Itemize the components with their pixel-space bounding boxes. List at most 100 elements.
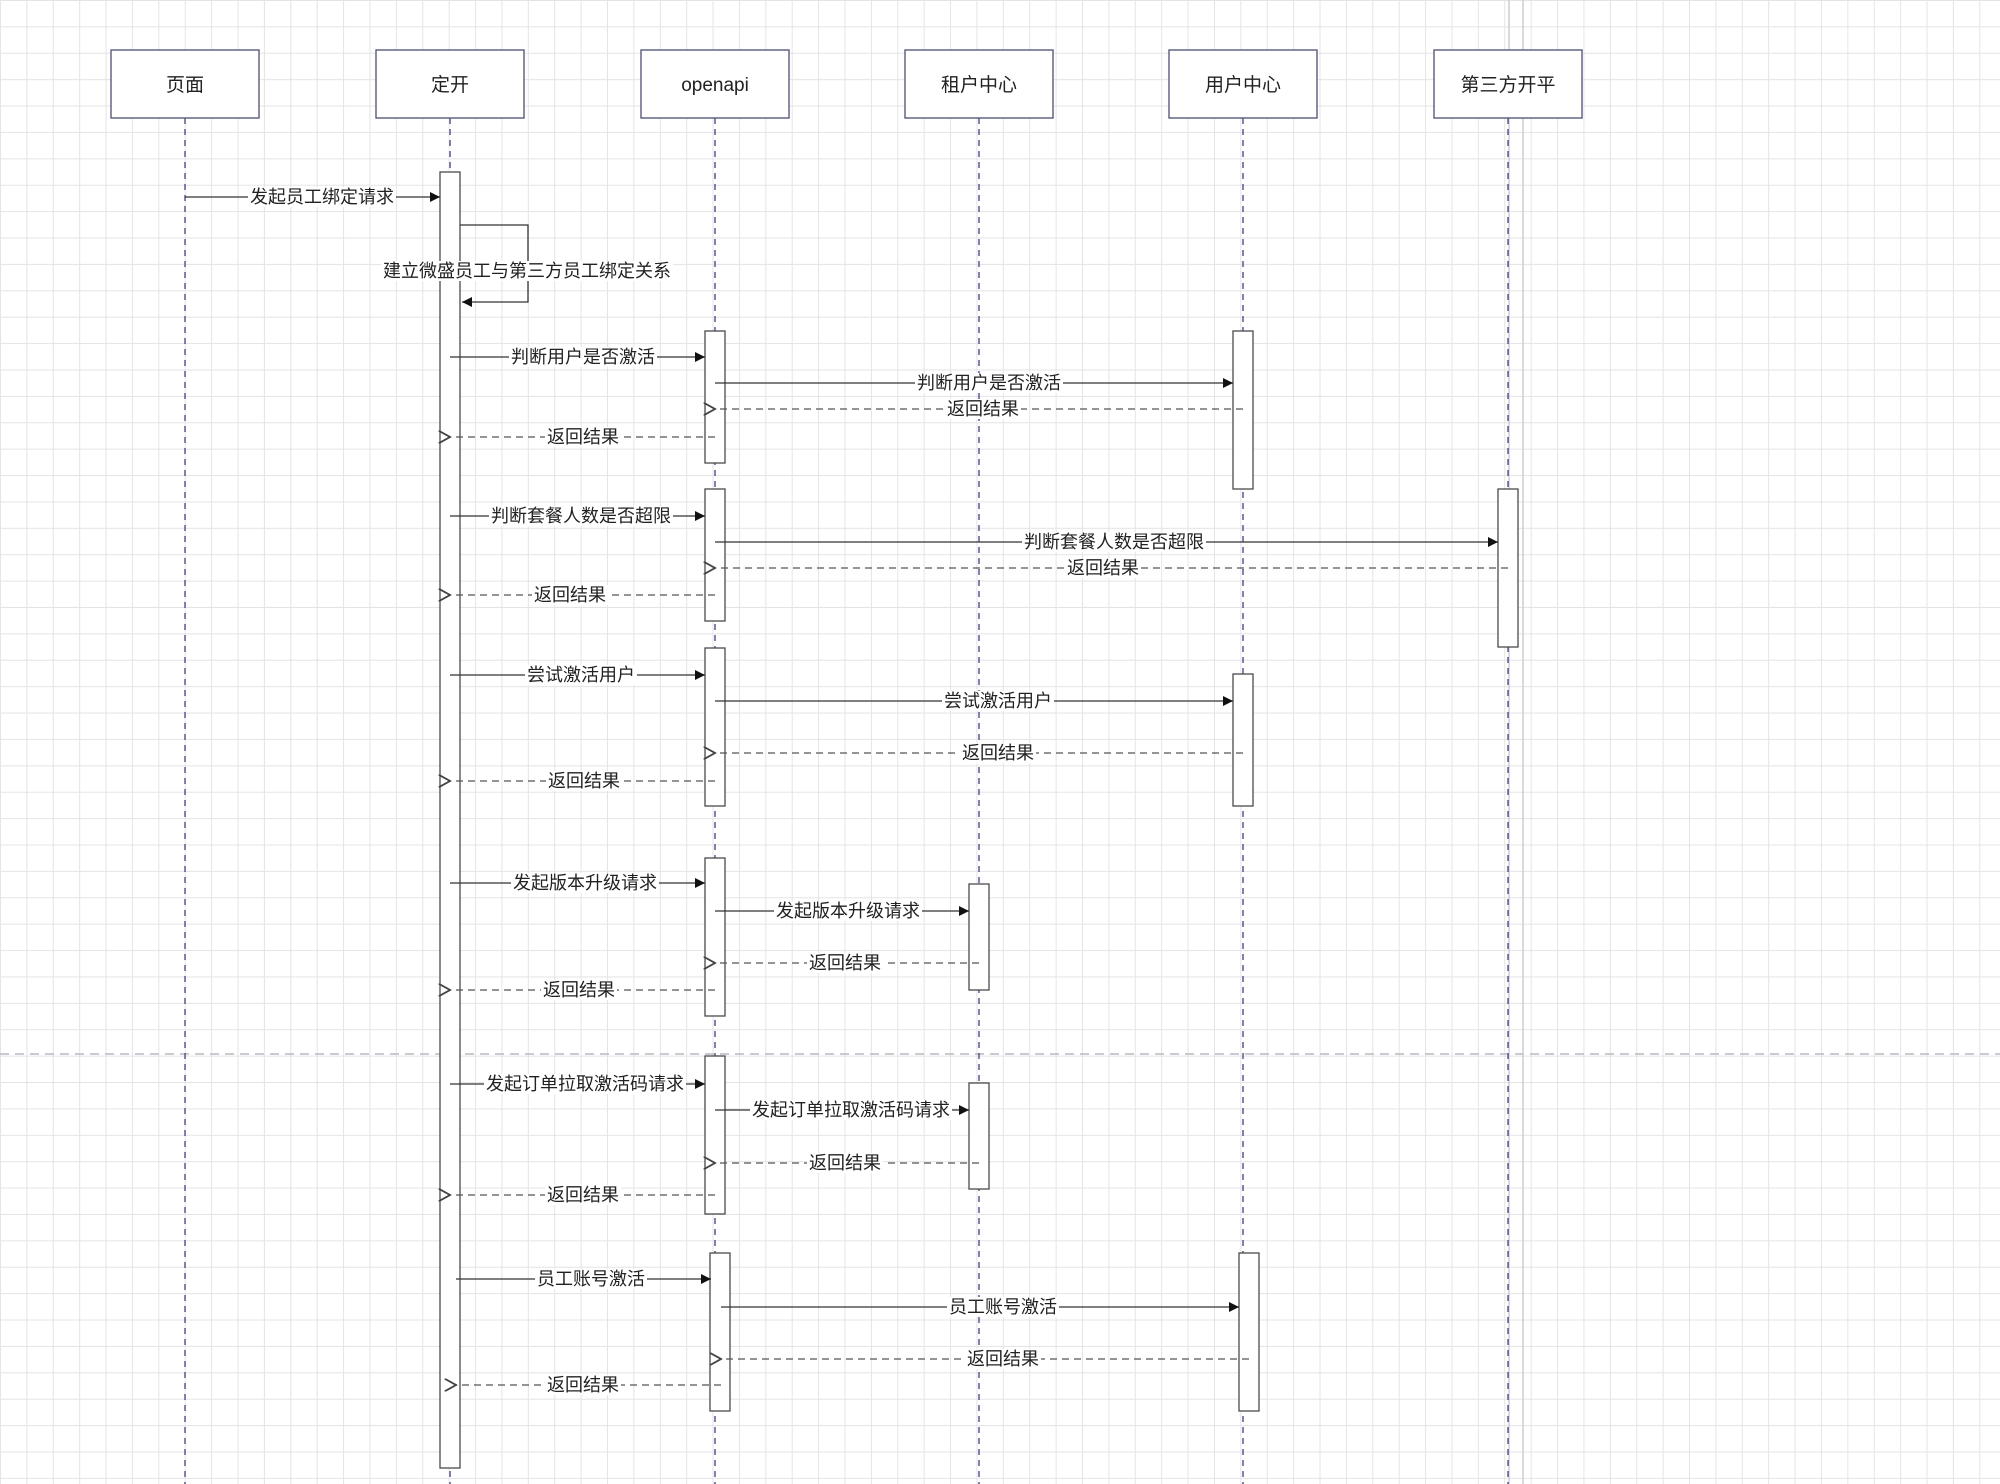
message-11: 尝试激活用户: [450, 665, 705, 685]
message-label-background: [945, 399, 1021, 419]
participant-label: 租户中心: [941, 74, 1017, 96]
participant-box: [1168, 49, 1318, 119]
message-12: 尝试激活用户: [715, 691, 1233, 711]
participant-label: 页面: [166, 75, 204, 96]
participant-openapi[interactable]: openapi: [640, 49, 790, 119]
message-label: 发起版本升级请求: [513, 873, 657, 893]
message-label: 返回结果: [548, 771, 620, 791]
message-label: 员工账号激活: [537, 1269, 645, 1289]
activation-openapi-6: [709, 1252, 731, 1412]
message-label-background: [532, 585, 608, 605]
message-label: 发起版本升级请求: [776, 901, 920, 921]
message-label: 返回结果: [547, 427, 619, 447]
message-label: 员工账号激活: [949, 1297, 1057, 1317]
message-14: 返回结果: [450, 771, 715, 791]
message-label: 尝试激活用户: [527, 665, 635, 685]
message-26: 返回结果: [456, 1375, 721, 1395]
message-22: 返回结果: [450, 1185, 715, 1205]
activation-openapi-5: [704, 1055, 726, 1215]
message-label-background: [807, 953, 883, 973]
participant-label: 定开: [431, 74, 469, 96]
message-label-background: [965, 1349, 1041, 1369]
message-label: 判断用户是否激活: [511, 347, 655, 367]
message-17: 返回结果: [715, 953, 979, 973]
message-label: 返回结果: [547, 1375, 619, 1395]
message-label: 返回结果: [543, 980, 615, 1000]
participant-tenant-center[interactable]: 租户中心: [904, 49, 1054, 119]
message-9: 返回结果: [715, 558, 1508, 578]
activation-user-center-2: [1232, 673, 1254, 807]
message-18: 返回结果: [450, 980, 715, 1000]
participant-box: [904, 49, 1054, 119]
activation-tenant-center-2: [968, 1082, 990, 1190]
message-13: 返回结果: [715, 743, 1243, 763]
message-8: 判断套餐人数是否超限: [715, 532, 1498, 552]
participant-box: [1433, 49, 1583, 119]
message-19: 发起订单拉取激活码请求: [450, 1074, 705, 1094]
message-10: 返回结果: [450, 585, 715, 605]
participant-user-center[interactable]: 用户中心: [1168, 49, 1318, 119]
message-label: 发起订单拉取激活码请求: [752, 1100, 950, 1120]
message-label-background: [381, 261, 673, 281]
message-label-background: [915, 373, 1063, 393]
message-label-background: [750, 1100, 952, 1120]
message-label: 判断套餐人数是否超限: [491, 506, 671, 526]
activation-user-center-1: [1232, 330, 1254, 490]
message-label-background: [545, 1185, 621, 1205]
message-label: 判断套餐人数是否超限: [1024, 532, 1204, 552]
message-label-background: [535, 1269, 647, 1289]
message-21: 返回结果: [715, 1153, 979, 1173]
message-1: 发起员工绑定请求: [185, 187, 440, 207]
participant-box: [110, 49, 260, 119]
message-label-background: [484, 1074, 686, 1094]
message-label: 发起员工绑定请求: [250, 187, 394, 207]
participant-label: 用户中心: [1205, 74, 1281, 96]
participant-box: [640, 49, 790, 119]
activation-openapi-2: [704, 488, 726, 622]
participant-label: 第三方开平: [1460, 74, 1555, 96]
participant-dingkai[interactable]: 定开: [375, 49, 525, 119]
message-label-background: [1022, 532, 1206, 552]
message-label-background: [545, 1375, 621, 1395]
participant-box: [375, 49, 525, 119]
activation-tenant-center-1: [968, 883, 990, 991]
message-25: 返回结果: [721, 1349, 1249, 1369]
message-label: 返回结果: [547, 1185, 619, 1205]
participant-page[interactable]: 页面: [110, 49, 260, 119]
message-label: 返回结果: [534, 585, 606, 605]
message-2: 建立微盛员工与第三方员工绑定关系: [381, 224, 673, 307]
message-label-background: [511, 873, 659, 893]
participant-third-party[interactable]: 第三方开平: [1433, 49, 1583, 119]
message-label: 返回结果: [1067, 558, 1139, 578]
message-label-background: [489, 506, 673, 526]
message-label-background: [960, 743, 1036, 763]
message-label-background: [942, 691, 1054, 711]
message-label-background: [248, 187, 396, 207]
activation-openapi-3: [704, 647, 726, 807]
message-label: 返回结果: [967, 1349, 1039, 1369]
message-label: 返回结果: [962, 743, 1034, 763]
message-label: 返回结果: [809, 1153, 881, 1173]
message-label-background: [545, 427, 621, 447]
message-label-background: [1065, 558, 1141, 578]
message-label-background: [509, 347, 657, 367]
activation-openapi-4: [704, 857, 726, 1017]
message-20: 发起订单拉取激活码请求: [715, 1100, 969, 1120]
message-label: 返回结果: [809, 953, 881, 973]
message-label-background: [774, 901, 922, 921]
participant-label: openapi: [681, 75, 749, 96]
activation-dingkai: [439, 171, 461, 1469]
message-3: 判断用户是否激活: [450, 347, 705, 367]
message-label-background: [947, 1297, 1059, 1317]
message-7: 判断套餐人数是否超限: [450, 506, 705, 526]
activation-user-center-3: [1238, 1252, 1260, 1412]
message-label: 尝试激活用户: [944, 691, 1052, 711]
message-5: 返回结果: [715, 399, 1243, 419]
message-6: 返回结果: [450, 427, 715, 447]
message-23: 员工账号激活: [456, 1269, 711, 1289]
message-15: 发起版本升级请求: [450, 873, 705, 893]
message-label: 返回结果: [947, 399, 1019, 419]
message-label-background: [807, 1153, 883, 1173]
message-16: 发起版本升级请求: [715, 901, 969, 921]
message-4: 判断用户是否激活: [715, 373, 1233, 393]
